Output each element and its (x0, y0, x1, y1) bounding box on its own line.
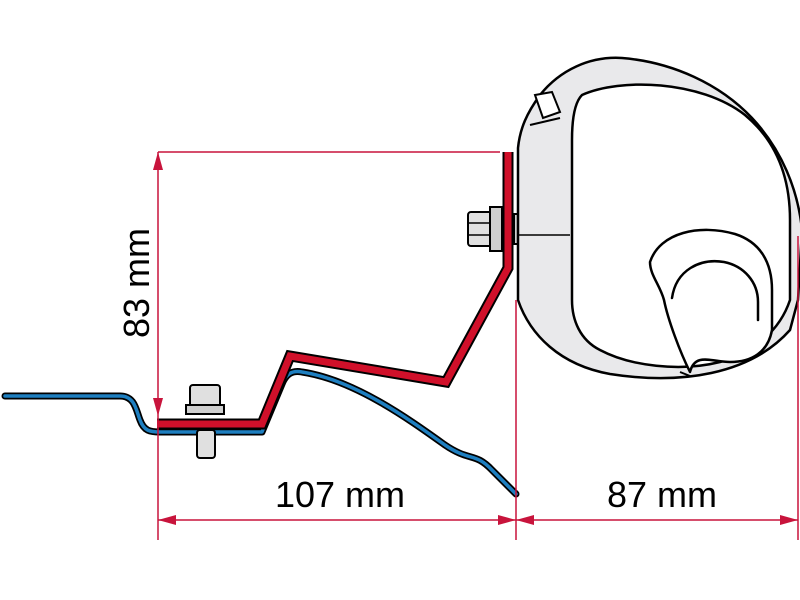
width-dimension-label: 107 mm (275, 474, 405, 515)
depth-dimension-label: 87 mm (607, 474, 717, 515)
dimension-lines (153, 151, 799, 540)
height-dimension-label: 83 mm (116, 228, 157, 338)
vehicle-panel (1, 368, 520, 498)
awning-case-icon (516, 56, 800, 380)
bolt-icon (185, 384, 225, 459)
adapter-bracket (157, 152, 514, 430)
